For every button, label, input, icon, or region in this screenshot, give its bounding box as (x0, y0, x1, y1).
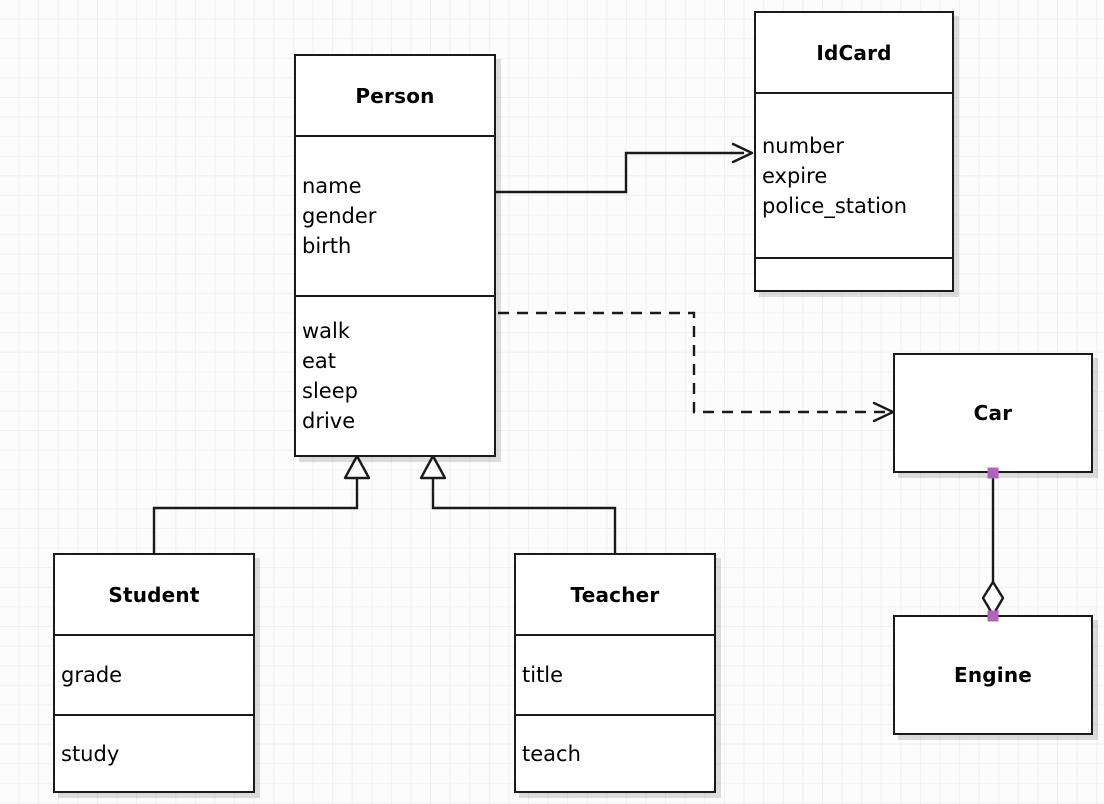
method-item: teach (522, 741, 581, 766)
attribute-item: title (522, 663, 564, 687)
attributes-idcard: number expire police_station (756, 92, 952, 257)
edge-person-idcard[interactable] (496, 142, 754, 194)
methods-person: walk eat sleep drive (296, 295, 494, 455)
edge-teacher-person[interactable] (419, 454, 617, 553)
attribute-item: police_station (762, 193, 908, 218)
edge-handle-car[interactable] (987, 467, 999, 479)
attribute-item: grade (61, 663, 123, 687)
class-box-person[interactable]: Person name gender birth walk eat sleep … (294, 54, 496, 457)
class-box-student[interactable]: Student grade study (53, 553, 255, 793)
attribute-item: expire (762, 163, 828, 188)
class-name-student: Student (108, 582, 200, 607)
edge-car-engine[interactable] (981, 473, 1005, 617)
hollow-triangle-icon (419, 454, 447, 480)
attributes-student: grade (55, 634, 253, 714)
class-box-car[interactable]: Car (893, 353, 1093, 473)
class-name-teacher: Teacher (570, 582, 660, 607)
methods-idcard (756, 257, 952, 290)
method-item: walk (302, 319, 351, 343)
attribute-item: name (302, 174, 362, 198)
edge-handle-engine[interactable] (987, 610, 999, 622)
methods-student: study (55, 714, 253, 791)
attributes-teacher: title (516, 634, 714, 714)
attribute-item: number (762, 133, 844, 158)
methods-teacher: teach (516, 714, 714, 791)
class-box-idcard[interactable]: IdCard number expire police_station (754, 11, 954, 292)
class-name-idcard: IdCard (816, 40, 892, 65)
class-box-teacher[interactable]: Teacher title teach (514, 553, 716, 793)
method-item: drive (302, 409, 356, 433)
open-arrowhead-icon (872, 401, 895, 423)
edge-student-person[interactable] (152, 454, 371, 553)
edge-person-car[interactable] (498, 311, 895, 423)
attributes-person: name gender birth (296, 135, 494, 295)
attribute-item: birth (302, 234, 352, 258)
class-name-engine: Engine (953, 663, 1033, 687)
hollow-triangle-icon (343, 454, 371, 480)
method-item: sleep (302, 379, 358, 403)
method-item: eat (302, 349, 337, 373)
open-arrowhead-icon (731, 142, 754, 164)
method-item: study (61, 741, 120, 766)
attribute-item: gender (302, 204, 377, 228)
class-name-person: Person (355, 83, 435, 108)
class-name-car: Car (973, 401, 1013, 425)
class-box-engine[interactable]: Engine (893, 615, 1093, 735)
